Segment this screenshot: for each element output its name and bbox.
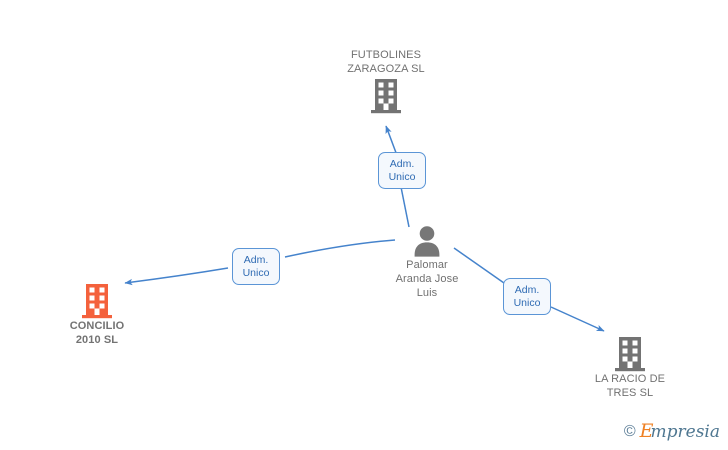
node-label-concilio-2010: CONCILIO 2010 SL xyxy=(69,320,125,346)
person-icon xyxy=(357,224,497,258)
relation-label-adm-unico-top[interactable]: Adm. Unico xyxy=(378,152,426,189)
node-company-futbolines-zaragoza[interactable]: FUTBOLINES ZARAGOZA SL xyxy=(316,48,456,114)
node-person-palomar-aranda-jose-luis[interactable]: Palomar Aranda Jose Luis xyxy=(357,224,497,300)
node-label-la-racio-de-tres: LA RACIO DE TRES SL xyxy=(594,373,666,399)
copyright-icon: © xyxy=(623,423,636,440)
watermark-brand-rest: mpresia xyxy=(650,422,721,442)
relation-label-adm-unico-left[interactable]: Adm. Unico xyxy=(232,248,280,285)
node-company-concilio-2010[interactable]: CONCILIO 2010 SL xyxy=(27,281,167,347)
building-icon xyxy=(560,334,700,372)
node-company-la-racio-de-tres[interactable]: LA RACIO DE TRES SL xyxy=(560,334,700,400)
relation-label-adm-unico-right[interactable]: Adm. Unico xyxy=(503,278,551,315)
node-label-person: Palomar Aranda Jose Luis xyxy=(395,259,459,299)
building-icon xyxy=(316,76,456,114)
watermark-empresia: © Empresia xyxy=(624,422,720,442)
building-icon xyxy=(27,281,167,319)
node-label-futbolines-zaragoza: FUTBOLINES ZARAGOZA SL xyxy=(347,49,425,75)
watermark-brand-initial: E xyxy=(639,420,654,442)
